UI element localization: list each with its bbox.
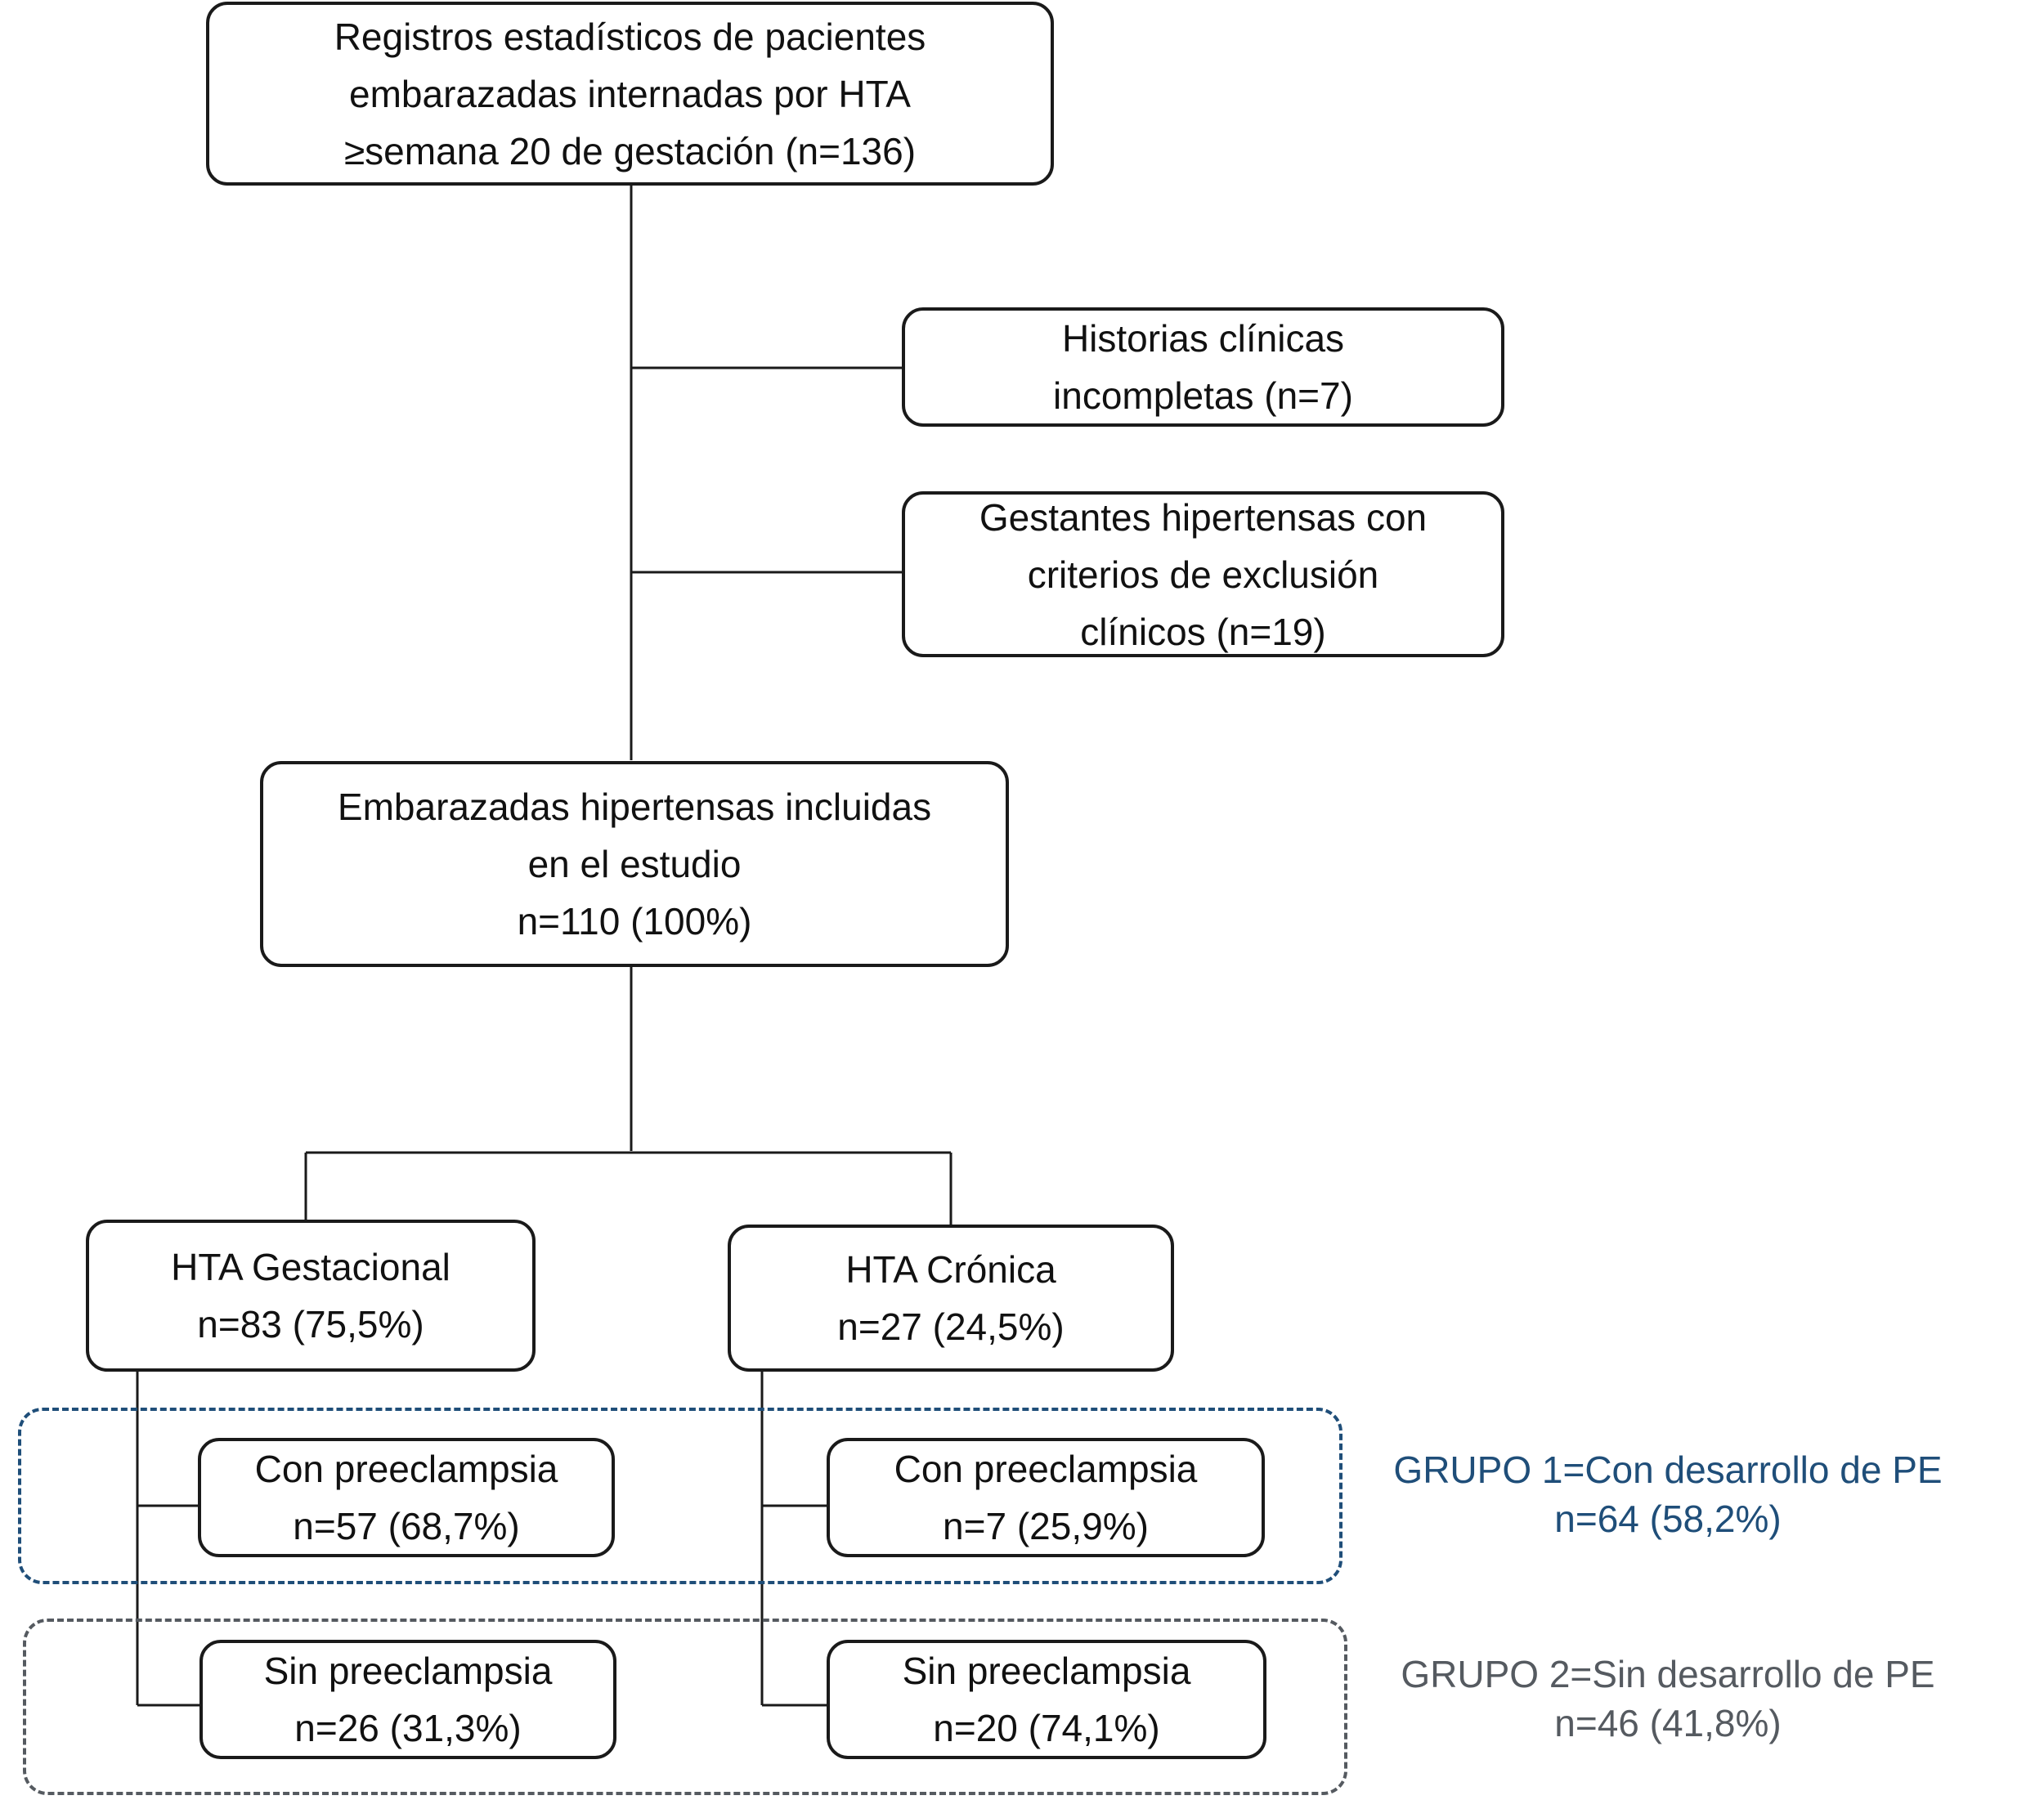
gest-sin-pe-line-2: n=26 (31,3%) <box>294 1707 522 1749</box>
cron-con-pe-box: Con preeclampsia n=7 (25,9%) <box>827 1438 1265 1557</box>
registros-box: Registros estadísticos de pacientes emba… <box>206 2 1054 186</box>
gest-sin-pe-line-1: Sin preeclampsia <box>263 1650 553 1692</box>
gestantes-line-3: clínicos (n=19) <box>1080 610 1326 653</box>
gest-con-pe-line-2: n=57 (68,7%) <box>293 1505 520 1547</box>
cron-con-pe-line-1: Con preeclampsia <box>894 1448 1198 1490</box>
gestacional-line-1: HTA Gestacional <box>171 1246 450 1288</box>
cronica-box: HTA Crónica n=27 (24,5%) <box>728 1225 1174 1372</box>
registros-line-3: ≥semana 20 de gestación (n=136) <box>343 129 917 172</box>
gest-con-pe-line-1: Con preeclampsia <box>254 1448 558 1490</box>
gest-con-pe-box: Con preeclampsia n=57 (68,7%) <box>198 1438 615 1557</box>
group-2-count: n=46 (41,8%) <box>1554 1702 1782 1744</box>
incluidas-line-2: en el estudio <box>527 843 742 885</box>
incluidas-box: Embarazadas hipertensas incluidas en el … <box>260 761 1009 967</box>
gestacional-box: HTA Gestacional n=83 (75,5%) <box>86 1220 536 1372</box>
cron-con-pe-line-2: n=7 (25,9%) <box>943 1505 1149 1547</box>
cronica-line-1: HTA Crónica <box>845 1248 1056 1291</box>
cron-sin-pe-box: Sin preeclampsia n=20 (74,1%) <box>827 1640 1266 1759</box>
group-1-label: GRUPO 1=Con desarrollo de PE n=64 (58,2%… <box>1357 1445 1979 1543</box>
group-2-label: GRUPO 2=Sin desarrollo de PE n=46 (41,8%… <box>1357 1650 1979 1748</box>
incluidas-line-1: Embarazadas hipertensas incluidas <box>337 786 932 828</box>
group-1-title: GRUPO 1=Con desarrollo de PE <box>1393 1449 1943 1491</box>
group-1-frame <box>18 1408 1342 1584</box>
group-2-title: GRUPO 2=Sin desarrollo de PE <box>1401 1653 1935 1695</box>
group-1-count: n=64 (58,2%) <box>1554 1498 1782 1540</box>
gestantes-box: Gestantes hipertensas con criterios de e… <box>902 491 1504 657</box>
gest-sin-pe-box: Sin preeclampsia n=26 (31,3%) <box>199 1640 616 1759</box>
historias-line-2: incompletas (n=7) <box>1053 374 1353 417</box>
gestantes-line-1: Gestantes hipertensas con <box>979 495 1428 539</box>
gestacional-line-2: n=83 (75,5%) <box>197 1303 424 1346</box>
incluidas-line-3: n=110 (100%) <box>517 900 752 943</box>
cron-sin-pe-line-2: n=20 (74,1%) <box>933 1707 1160 1749</box>
group-2-frame <box>23 1619 1347 1795</box>
cron-sin-pe-line-1: Sin preeclampsia <box>902 1650 1191 1692</box>
registros-line-1: Registros estadísticos de pacientes <box>334 15 926 58</box>
gestantes-line-2: criterios de exclusión <box>1027 553 1379 596</box>
registros-line-2: embarazadas internadas por HTA <box>349 72 911 115</box>
historias-box: Historias clínicas incompletas (n=7) <box>902 307 1504 427</box>
historias-line-1: Historias clínicas <box>1061 317 1345 360</box>
cronica-line-2: n=27 (24,5%) <box>837 1305 1065 1348</box>
